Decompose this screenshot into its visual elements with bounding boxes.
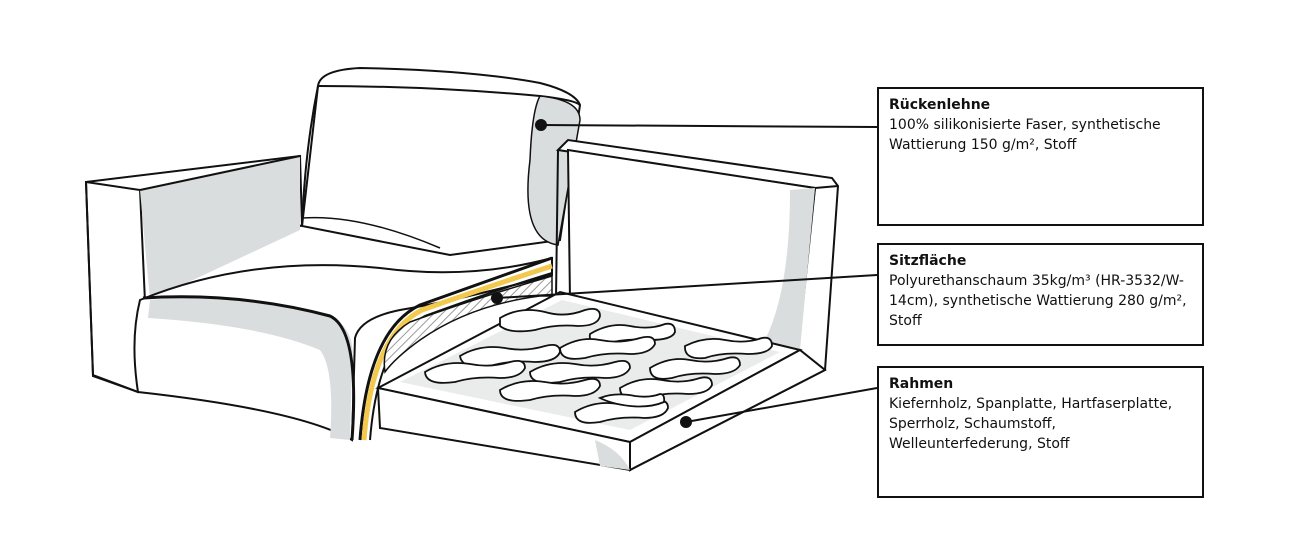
callout-frame-description: Kiefernholz, Spanplatte, Hartfaserplatte… bbox=[889, 396, 1173, 452]
leader-backrest bbox=[540, 124, 878, 128]
callout-backrest: Rückenlehne 100% silikonisierte Faser, s… bbox=[877, 87, 1204, 226]
marker-frame bbox=[680, 416, 692, 428]
callout-seat: Sitzfläche Polyurethanschaum 35kg/m³ (HR… bbox=[877, 243, 1204, 346]
callout-seat-description: Polyurethanschaum 35kg/m³ (HR-3532/W-14c… bbox=[889, 273, 1187, 329]
back-cushion bbox=[300, 66, 582, 257]
callout-backrest-title: Rückenlehne bbox=[889, 97, 991, 113]
cutaway-foam bbox=[383, 274, 553, 374]
leader-lines bbox=[496, 124, 878, 423]
callout-frame-title: Rahmen bbox=[889, 376, 954, 392]
callout-backrest-description: 100% silikonisierte Faser, synthetische … bbox=[889, 117, 1161, 153]
wave-springs bbox=[424, 307, 773, 424]
leader-seat bbox=[496, 274, 878, 299]
marker-backrest bbox=[535, 119, 547, 131]
leader-frame bbox=[685, 387, 878, 423]
callout-seat-title: Sitzfläche bbox=[889, 253, 967, 269]
marker-seat bbox=[491, 292, 503, 304]
callout-frame: Rahmen Kiefernholz, Spanplatte, Hartfase… bbox=[877, 366, 1204, 498]
